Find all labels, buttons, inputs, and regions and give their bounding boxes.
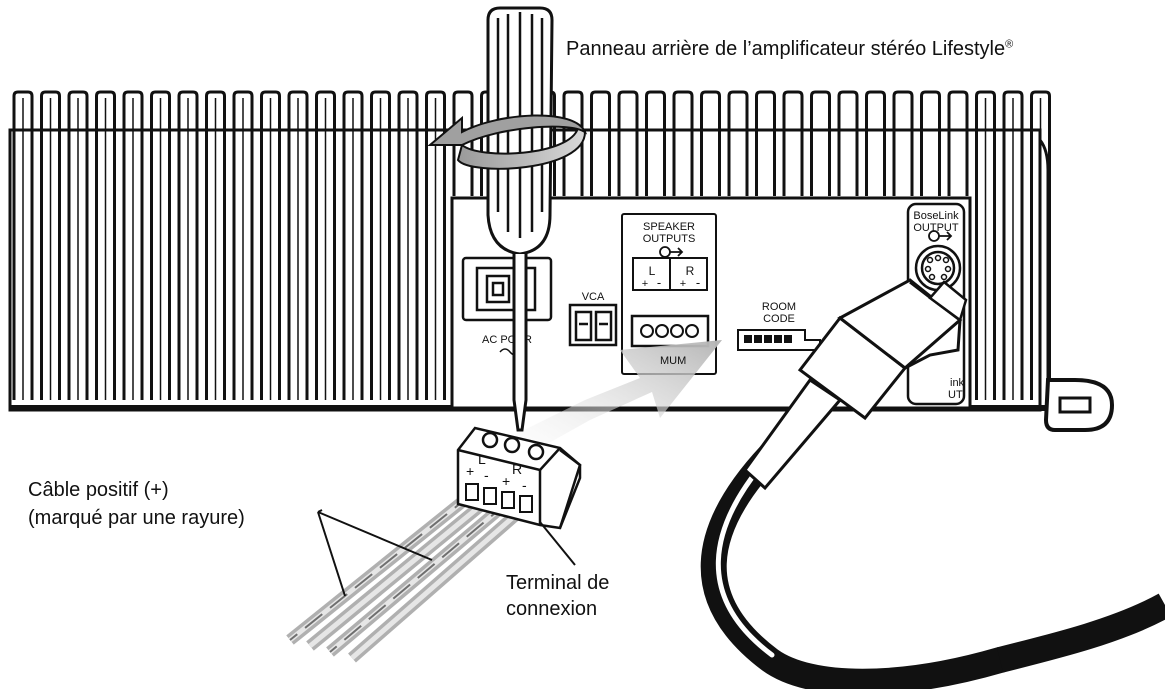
heat-sink-fin (672, 90, 694, 196)
din-connector-icon (924, 254, 952, 281)
positive-cable-note: (marqué par une rayure) (28, 507, 245, 529)
terminal-right-minus: - (522, 477, 527, 493)
speaker-outputs-label: SPEAKER (643, 221, 695, 233)
heat-sink-fin (12, 90, 34, 400)
heat-sink-fin (315, 90, 336, 400)
heat-sink-fin (40, 90, 61, 400)
ac-power-label-tail: R (524, 334, 532, 346)
leader-line-positive-cable-3 (317, 509, 323, 513)
leader-line-positive-cable-2 (317, 511, 433, 561)
speaker-left-plus: + (642, 278, 648, 290)
heat-sink-fin (1030, 90, 1051, 400)
leader-line-terminal (539, 521, 576, 566)
heat-sink-fin (287, 90, 309, 400)
figure-title-text: Panneau arrière de l’amplificateur stéré… (566, 38, 1006, 60)
terminal-block (456, 426, 582, 530)
heat-sink-fin (232, 90, 254, 400)
ac-power-inlet (461, 256, 553, 322)
heat-sink-fin (95, 90, 116, 400)
insertion-arrow-icon (500, 340, 722, 462)
vca-label: VCA (582, 291, 605, 303)
heat-sink-fin (755, 90, 776, 196)
heat-sink-fin (975, 90, 996, 400)
boselink-cable-icon (700, 278, 1165, 694)
rear-panel (450, 196, 972, 410)
heat-sink-fin (782, 90, 804, 196)
leader-line-positive-cable-1 (317, 511, 346, 597)
heat-sink-fin (617, 90, 639, 196)
terminal-left-plus: + (466, 463, 474, 479)
speaker-right-label: R (686, 264, 695, 278)
speaker-outputs-label-2: OUTPUTS (643, 233, 696, 245)
terminal-callout: Terminal de connexion (506, 570, 609, 622)
heat-sink-fin (205, 90, 226, 400)
speaker-outputs-frame (621, 213, 717, 375)
speaker-right-plus: + (680, 278, 686, 290)
heat-sink-fin (260, 90, 281, 400)
terminal-label-2: connexion (506, 598, 598, 620)
panel-labels: SPEAKER OUTPUTS L R + - + - VCA AC PO R … (482, 210, 965, 401)
heat-sink-fin (700, 90, 721, 196)
ac-power-label: AC PO (482, 334, 517, 346)
room-code-label: ROOM (762, 301, 796, 313)
boselink-input-label-fragment-2: UT (948, 389, 963, 401)
output-arrow-icon (659, 230, 953, 258)
room-code-switch (737, 329, 821, 351)
speaker-left-minus: - (657, 275, 661, 290)
heat-sink-fin (150, 90, 171, 400)
heat-sink-fin (727, 90, 749, 196)
heat-sink-fin (370, 90, 391, 400)
heat-sink-fin (397, 90, 419, 400)
heat-sink-fin (342, 90, 364, 400)
maximum-label-fragment: MUM (660, 355, 686, 367)
heat-sink-fin (1002, 90, 1024, 400)
heat-sink-fin (865, 90, 886, 196)
heat-sink-fin (947, 90, 969, 196)
heat-sink-fin (892, 90, 914, 196)
heat-sink-fin (67, 90, 89, 400)
heat-sink-fin (810, 90, 831, 196)
heat-sink-fin (590, 90, 611, 196)
heat-sink-fin (645, 90, 666, 196)
terminal-label: Terminal de (506, 572, 610, 594)
registered-mark: ® (1005, 38, 1014, 51)
terminal-right-plus: + (502, 473, 510, 489)
terminal-left-label: L (478, 451, 486, 467)
boselink-output-label: BoseLink (913, 210, 959, 222)
heat-sink-fin (177, 90, 199, 400)
boselink-output-label-2: OUTPUT (913, 222, 959, 234)
rotation-arrow-icon (427, 114, 588, 170)
speaker-right-minus: - (696, 275, 700, 290)
screwdriver-icon (486, 6, 554, 432)
leader-lines (317, 509, 576, 597)
heat-sink-fin (452, 90, 474, 196)
terminal-left-minus: - (484, 467, 489, 483)
figure-title: Panneau arrière de l’amplificateur stéré… (566, 38, 1013, 61)
vca-switch (568, 303, 618, 347)
room-code-label-2: CODE (763, 313, 795, 325)
heat-sink-fin (920, 90, 941, 196)
speaker-wires (286, 489, 530, 663)
heat-sink-fin (122, 90, 144, 400)
boselink-input-label-fragment: ink (950, 377, 965, 389)
negative-wire (306, 493, 494, 651)
negative-wire (348, 501, 530, 663)
positive-wire (286, 489, 476, 645)
heat-sink-fin (837, 90, 859, 196)
positive-wire (326, 497, 512, 657)
heat-sink-fin (425, 90, 446, 400)
heat-sink-fin (562, 90, 584, 196)
terminal-labels: L R + - + - (466, 451, 527, 493)
speaker-left-label: L (649, 264, 656, 278)
terminal-right-label: R (512, 461, 522, 477)
positive-cable-callout: Câble positif (+) (marqué par une rayure… (28, 476, 245, 532)
positive-cable-label: Câble positif (+) (28, 479, 169, 501)
